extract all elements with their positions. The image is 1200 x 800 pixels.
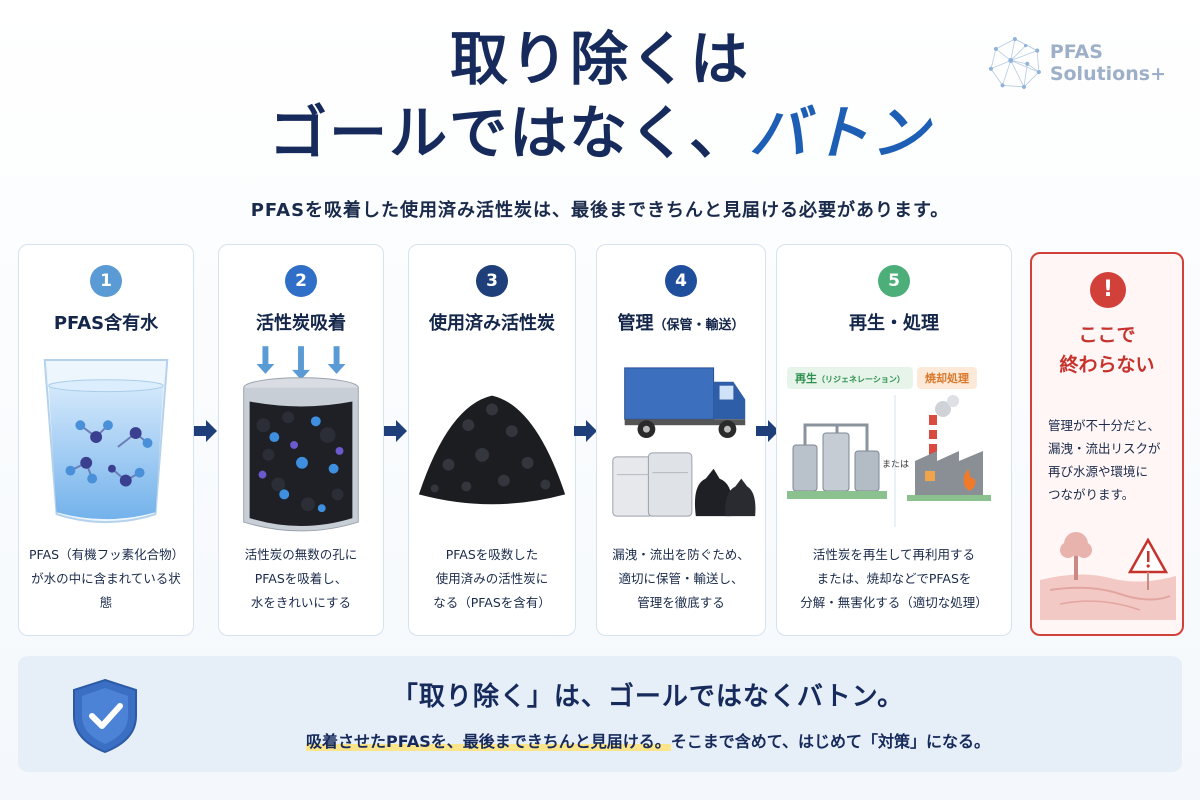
banner-highlight: 吸着させたPFASを、最後まできちんと見届ける。 [306, 732, 671, 751]
desc-line: が水の中に含まれている状態 [31, 571, 181, 610]
contaminated-land-illustration [1040, 532, 1176, 620]
tag-label: 再生 [795, 372, 817, 385]
desc-line: 分解・無害化する（適切な処理） [800, 595, 988, 610]
desc-line: PFASを吸数した [445, 547, 539, 562]
warning-title-line2: 終わらない [1059, 354, 1155, 376]
desc-line: 管理が不十分だと、 [1048, 418, 1161, 433]
banner-text: 吸着させたPFASを、最後まできちんと見届ける。そこまで含めて、はじめて「対策」… [198, 728, 1098, 752]
arrow-right-icon [384, 420, 407, 442]
desc-line: 適切に保管・輸送し、 [618, 571, 744, 586]
desc-line: または、焼却などでPFASを [816, 571, 972, 586]
desc-line: つながります。 [1048, 487, 1135, 502]
step-title-main: 管理 [617, 313, 654, 334]
step-title: 使用済み活性炭 [429, 313, 555, 334]
logo-line2: Solutions+ [1049, 63, 1166, 85]
step-card-3: 3 使用済み活性炭 PFASを吸数した 使用済みの活性炭に なる（PFASを含有… [408, 244, 576, 636]
summary-banner: 「取り除く」は、ゴールではなくバトン。 吸着させたPFASを、最後まできちんと見… [18, 656, 1182, 772]
step-description: PFASを吸数した 使用済みの活性炭に なる（PFASを含有） [419, 543, 565, 615]
banner-text-rest: そこまで含めて、はじめて「対策」になる。 [670, 732, 990, 751]
tag-sub-label: （リジェネレーション） [817, 375, 905, 384]
logo-line1: PFAS [1049, 41, 1103, 63]
step-title: 活性炭吸着 [256, 313, 346, 334]
title-line2: ゴールではなく、バトン [0, 96, 1200, 170]
spent-carbon-pile-icon [418, 395, 566, 505]
step-description: 活性炭を再生して再利用する または、焼却などでPFASを 分解・無害化する（適切… [787, 543, 1001, 615]
desc-line: 活性炭の無数の孔に [244, 547, 358, 562]
warning-title-line1: ここで [1078, 324, 1136, 346]
page-title: 取り除くは ゴールではなく、バトン [0, 22, 1200, 170]
regeneration-and-incinerator-icon [787, 395, 991, 527]
water-glass-icon [43, 358, 169, 524]
step-title: PFAS含有水 [53, 313, 159, 334]
shield-check-icon [73, 678, 137, 754]
arrow-right-icon [194, 420, 217, 442]
step-title: 再生・処理 [849, 313, 939, 334]
desc-line: 水をきれいにする [250, 595, 352, 610]
step-card-1: 1 PFAS含有水 PFAS（有機フッ素化合物） が水の中に含まれている状態 [18, 244, 194, 636]
step-card-5: 5 再生・処理 再生（リジェネレーション） 焼却処理 または 活性炭を再生して再… [776, 244, 1012, 636]
step-number-badge: 5 [878, 265, 910, 297]
desc-line: 漏洩・流出リスクが [1048, 441, 1161, 456]
carbon-filter-cylinder-icon [243, 346, 359, 532]
incineration-tag: 焼却処理 [917, 367, 977, 389]
step-card-4: 4 管理（保管・輸送） 漏洩・流出を防ぐため、 適切に保管・輸送し、 管理を徹底… [596, 244, 766, 636]
brand-logo: PFAS Solutions+ [986, 28, 1166, 98]
desc-line: 管理を徹底する [637, 595, 725, 610]
title-line2-main: ゴールではなく、 [269, 99, 750, 167]
alert-triangle-icon [1127, 537, 1169, 590]
step-number-badge: 3 [476, 265, 508, 297]
desc-line: 活性炭を再生して再利用する [812, 547, 976, 562]
desc-line: 使用済みの活性炭に [435, 571, 549, 586]
banner-title: 「取り除く」は、ゴールではなくバトン。 [391, 682, 905, 712]
or-label: または [882, 460, 910, 470]
arrow-right-icon [756, 420, 779, 442]
step-number-badge: 4 [665, 265, 697, 297]
warning-title: ここで 終わらない [1032, 320, 1182, 380]
warning-description: 管理が不十分だと、 漏洩・流出リスクが 再び水源や環境に つながります。 [1048, 414, 1172, 506]
arrow-right-icon [574, 420, 597, 442]
step-description: PFAS（有機フッ素化合物） が水の中に含まれている状態 [29, 543, 185, 615]
step-description: 活性炭の無数の孔に PFASを吸着し、 水をきれいにする [229, 543, 373, 615]
truck-and-storage-icon [612, 367, 756, 517]
title-line1: 取り除くは [449, 25, 750, 93]
desc-line: なる（PFASを含有） [433, 595, 551, 610]
desc-line: 漏洩・流出を防ぐため、 [612, 547, 750, 562]
step-title-sub: （保管・輸送） [653, 318, 745, 333]
warning-icon: ! [1090, 272, 1126, 308]
molecule-network-icon [988, 36, 1041, 90]
step-card-2: 2 活性炭吸着 活性炭の無数の孔に PFASを吸着し、 水をきれいにする [218, 244, 384, 636]
step-number-badge: 2 [285, 265, 317, 297]
step-number-badge: 1 [90, 265, 122, 297]
desc-line: PFASを吸着し、 [254, 571, 348, 586]
desc-line: PFAS（有機フッ素化合物） [29, 547, 185, 562]
step-description: 漏洩・流出を防ぐため、 適切に保管・輸送し、 管理を徹底する [607, 543, 755, 615]
logo-text: PFAS Solutions+ [1050, 41, 1166, 85]
subtitle: PFASを吸着した使用済み活性炭は、最後まできちんと見届ける必要があります。 [250, 200, 950, 221]
step-title: 管理（保管・輸送） [597, 309, 765, 335]
regeneration-tag: 再生（リジェネレーション） [787, 367, 913, 389]
warning-card: ! ここで 終わらない 管理が不十分だと、 漏洩・流出リスクが 再び水源や環境に… [1030, 252, 1184, 636]
title-line2-accent: バトン [749, 99, 931, 167]
desc-line: 再び水源や環境に [1048, 464, 1149, 479]
